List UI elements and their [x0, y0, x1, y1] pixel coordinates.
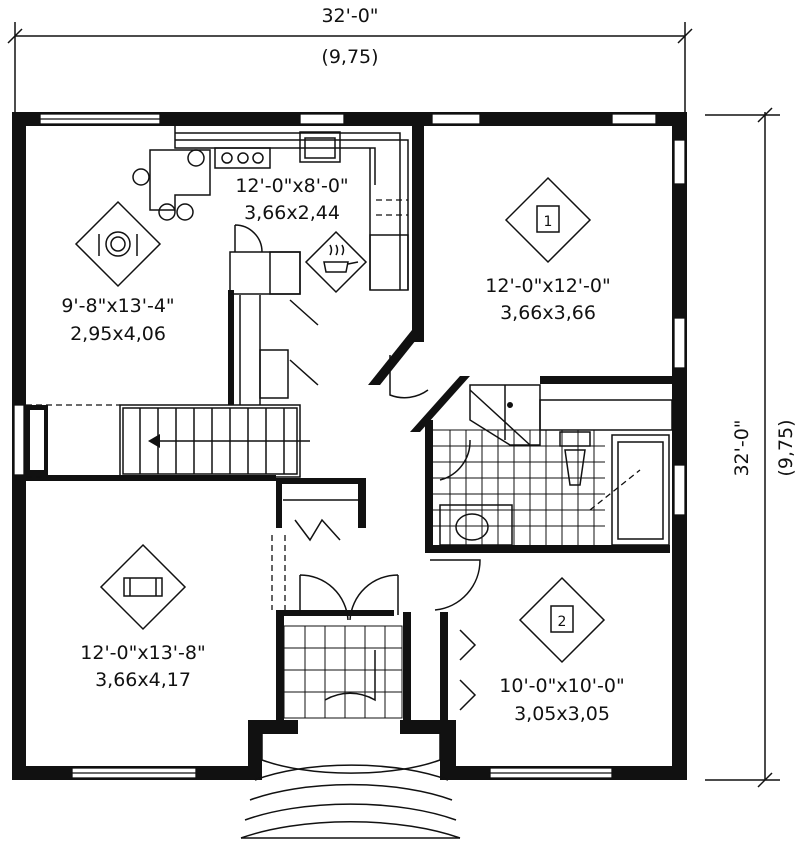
front-steps	[240, 732, 461, 839]
dining-size-imperial: 9'-8"x13'-4"	[61, 295, 174, 317]
doors	[271, 355, 481, 711]
bedroom-2-size-metric: 3,05x3,05	[514, 703, 610, 725]
exterior-walls	[12, 112, 687, 780]
right-dimension-metric: (9,75)	[775, 419, 797, 476]
cooking-pot-icon	[304, 230, 368, 294]
bed-1-icon	[504, 176, 592, 264]
plate-cutlery-icon	[74, 200, 162, 288]
bedroom-1-badge: 1	[544, 214, 553, 230]
bathroom	[433, 384, 673, 546]
dining-size-metric: 2,95x4,06	[70, 323, 166, 345]
living-size-imperial: 12'-0"x13'-8"	[80, 642, 205, 664]
stair	[26, 295, 319, 478]
bed-2-icon	[518, 576, 606, 664]
bedroom-2-size-imperial: 10'-0"x10'-0"	[499, 675, 624, 697]
right-dimension: 32'-0" (9,75)	[705, 107, 797, 788]
right-dimension-imperial: 32'-0"	[731, 419, 753, 476]
bedroom-1-size-metric: 3,66x3,66	[500, 302, 596, 324]
top-dimension: 32'-0" (9,75)	[7, 5, 693, 112]
sofa-icon	[99, 543, 187, 631]
bedroom-1-size-imperial: 12'-0"x12'-0"	[485, 275, 610, 297]
top-dimension-metric: (9,75)	[321, 46, 378, 68]
living-size-metric: 3,66x4,17	[95, 669, 191, 691]
interior-walls	[26, 112, 672, 725]
dining-table	[132, 149, 211, 221]
kitchen-size-imperial: 12'-0"x8'-0"	[235, 175, 348, 197]
bedroom-2-badge: 2	[558, 614, 567, 630]
closet	[276, 478, 366, 542]
kitchen-counters	[174, 126, 409, 295]
kitchen-size-metric: 3,66x2,44	[244, 202, 340, 224]
top-dimension-imperial: 32'-0"	[321, 5, 378, 27]
windows	[13, 113, 686, 779]
foyer-tiles	[283, 625, 403, 719]
